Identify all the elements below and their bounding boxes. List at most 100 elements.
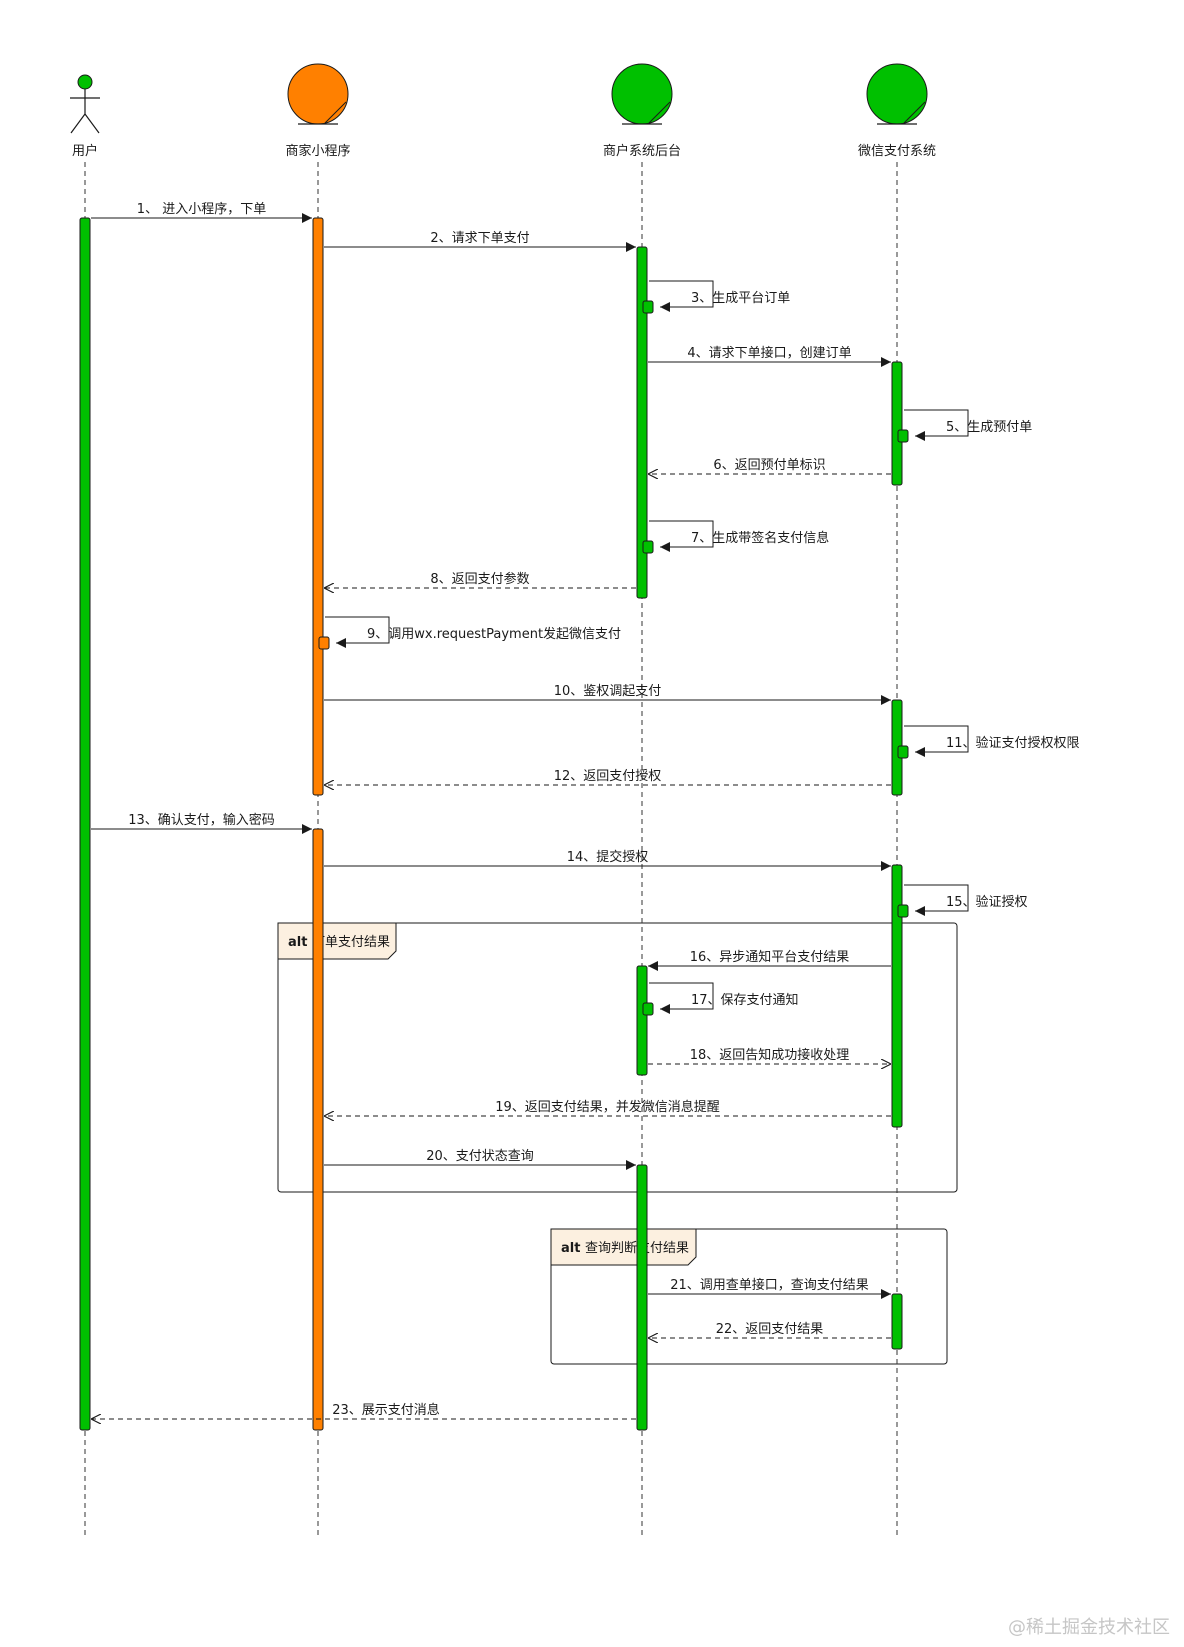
nested-activation-bar xyxy=(897,429,909,443)
message-2: 2、请求下单支付 xyxy=(324,231,636,252)
activation-bar-user xyxy=(79,217,91,1431)
activation-bar-backend xyxy=(636,246,648,599)
message-label: 11、验证支付授权权限 xyxy=(946,735,1080,751)
activation-bar-wechat xyxy=(891,864,903,1128)
fragments-layer: alt 订单支付结果 alt 查询判断支付结果 xyxy=(277,922,958,1365)
message-label: 2、请求下单支付 xyxy=(430,231,529,246)
participant-mini: 商家小程序 xyxy=(285,63,351,159)
message-12: 12、返回支付授权 xyxy=(324,768,891,785)
participant-wechat: 微信支付系统 xyxy=(858,63,936,159)
message-20: 20、支付状态查询 xyxy=(324,1149,636,1170)
message-label: 10、鉴权调起支付 xyxy=(554,683,662,699)
fragment-frame xyxy=(550,1228,948,1365)
message-label: 6、返回预付单标识 xyxy=(713,458,825,473)
nested-activation-bar xyxy=(897,745,909,759)
fragment-alt2: alt 查询判断支付结果 xyxy=(550,1228,948,1365)
entity-icon xyxy=(611,63,673,125)
message-15: 15、验证授权 xyxy=(897,884,1028,918)
message-label: 17、保存支付通知 xyxy=(691,992,799,1008)
message-23: 23、展示支付消息 xyxy=(91,1402,636,1419)
message-8: 8、返回支付参数 xyxy=(324,571,636,588)
nested-activation-bar xyxy=(642,540,654,554)
activation-bar-mini xyxy=(312,828,324,1431)
participant-backend: 商户系统后台 xyxy=(603,63,681,159)
message-9: 9、调用wx.requestPayment发起微信支付 xyxy=(318,616,621,650)
message-label: 19、返回支付结果，并发微信消息提醒 xyxy=(495,1099,720,1115)
message-14: 14、提交授权 xyxy=(324,849,891,871)
fragment-label: alt 查询判断支付结果 xyxy=(561,1241,689,1256)
nested-activation-bar xyxy=(642,300,654,314)
participant-label: 微信支付系统 xyxy=(858,144,936,159)
message-label: 1、 进入小程序，下单 xyxy=(137,202,266,217)
participant-label: 商家小程序 xyxy=(285,143,350,159)
fragment-frame xyxy=(277,922,958,1193)
message-label: 4、请求下单接口，创建订单 xyxy=(687,345,851,361)
message-label: 22、返回支付结果 xyxy=(716,1322,824,1337)
message-label: 3、生成平台订单 xyxy=(691,291,790,306)
activation-bar-backend xyxy=(636,1164,648,1431)
nested-activation-bar xyxy=(642,1002,654,1016)
nested-activation-bar xyxy=(318,636,330,650)
message-6: 6、返回预付单标识 xyxy=(648,458,891,474)
self-call-arrow xyxy=(325,616,390,648)
message-19: 19、返回支付结果，并发微信消息提醒 xyxy=(324,1099,891,1116)
participant-heads-layer: 用户 商家小程序 商户系统后台 微信支付系统 xyxy=(70,63,936,159)
fragment-alt1: alt 订单支付结果 xyxy=(277,922,958,1193)
message-label: 23、展示支付消息 xyxy=(332,1402,440,1418)
message-label: 20、支付状态查询 xyxy=(426,1149,534,1164)
message-label: 5、生成预付单 xyxy=(946,420,1032,435)
message-13: 13、确认支付，输入密码 xyxy=(91,812,312,834)
self-call-arrow xyxy=(904,409,969,441)
entity-icon xyxy=(287,63,349,125)
activation-bars-layer xyxy=(79,217,903,1431)
message-label: 12、返回支付授权 xyxy=(554,768,662,784)
entity-slash-line xyxy=(648,101,671,124)
fragment-title: 订单支付结果 xyxy=(312,935,390,950)
message-7: 7、生成带签名支付信息 xyxy=(642,520,829,554)
message-11: 11、验证支付授权权限 xyxy=(897,725,1080,759)
message-10: 10、鉴权调起支付 xyxy=(324,683,891,705)
activation-bar-wechat xyxy=(891,361,903,486)
message-label: 18、返回告知成功接收处理 xyxy=(690,1047,850,1063)
fragment-keyword: alt xyxy=(561,1241,585,1256)
participant-label: 用户 xyxy=(72,143,98,159)
messages-layer: 1、 进入小程序，下单 2、请求下单支付 3、生成平台订单 4、请求下单接口，创建订单… xyxy=(91,202,1080,1419)
self-call-arrow xyxy=(649,520,714,552)
self-call-arrow xyxy=(649,280,714,312)
fragment-tab xyxy=(277,922,397,960)
message-21: 21、调用查单接口，查询支付结果 xyxy=(648,1277,891,1299)
message-5: 5、生成预付单 xyxy=(897,409,1032,443)
self-call-arrow xyxy=(904,884,969,916)
actor-body-icon xyxy=(70,89,100,134)
actor-head-icon xyxy=(77,74,93,90)
participant-user: 用户 xyxy=(70,74,100,159)
message-label: 15、验证授权 xyxy=(946,894,1028,910)
message-label: 8、返回支付参数 xyxy=(430,571,529,587)
message-3: 3、生成平台订单 xyxy=(642,280,790,314)
entity-slash-line xyxy=(903,101,926,124)
message-1: 1、 进入小程序，下单 xyxy=(91,202,312,223)
message-18: 18、返回告知成功接收处理 xyxy=(648,1047,891,1064)
message-17: 17、保存支付通知 xyxy=(642,982,799,1016)
participant-label: 商户系统后台 xyxy=(603,143,681,159)
nested-activation-bar xyxy=(897,904,909,918)
message-label: 21、调用查单接口，查询支付结果 xyxy=(670,1277,869,1293)
message-label: 9、调用wx.requestPayment发起微信支付 xyxy=(367,626,621,642)
self-call-arrow xyxy=(649,982,714,1014)
activation-bar-mini xyxy=(312,217,324,796)
message-label: 7、生成带签名支付信息 xyxy=(691,530,829,546)
entity-slash-line xyxy=(324,101,347,124)
message-label: 14、提交授权 xyxy=(567,849,649,865)
message-label: 16、异步通知平台支付结果 xyxy=(690,949,850,965)
fragment-label: alt 订单支付结果 xyxy=(288,935,390,950)
entity-icon xyxy=(866,63,928,125)
message-label: 13、确认支付，输入密码 xyxy=(128,812,275,828)
message-22: 22、返回支付结果 xyxy=(648,1322,891,1338)
activation-bar-wechat xyxy=(891,1293,903,1350)
fragment-keyword: alt xyxy=(288,935,312,950)
message-4: 4、请求下单接口，创建订单 xyxy=(648,345,891,367)
watermark: @稀土掘金技术社区 xyxy=(1008,1617,1170,1638)
self-call-arrow xyxy=(904,725,969,757)
message-16: 16、异步通知平台支付结果 xyxy=(648,949,891,971)
